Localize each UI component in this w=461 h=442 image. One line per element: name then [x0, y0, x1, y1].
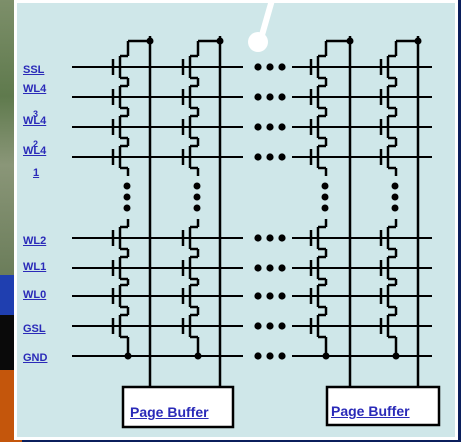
- row-dot-6-1: [266, 292, 274, 300]
- row-dot-2-0: [254, 123, 262, 131]
- label-wl2: WL2: [23, 235, 47, 247]
- row-dot-4-1: [266, 234, 274, 242]
- gnd-node-3: [392, 352, 400, 360]
- row-dot-0-2: [278, 63, 286, 71]
- page-buffer-right-box: [325, 385, 441, 427]
- bitline-node-1: [216, 37, 224, 45]
- nand-array-diagram-panel: [14, 0, 458, 440]
- cell-transistors: [111, 39, 418, 356]
- col-dot-3-0: [391, 182, 399, 190]
- bitline-wires: [148, 36, 420, 392]
- row-dot-7-1: [266, 322, 274, 330]
- col-dot-2-0: [321, 182, 329, 190]
- row-dot-5-1: [266, 264, 274, 272]
- gnd-node-1: [194, 352, 202, 360]
- row-dot-6-2: [278, 292, 286, 300]
- row-dot-3-0: [254, 153, 262, 161]
- row-dot-7-0: [254, 322, 262, 330]
- pointer-dot: [248, 32, 268, 52]
- page-buffer-boxes: [121, 385, 441, 429]
- gnd-node-0: [124, 352, 132, 360]
- gnd-node-2: [322, 352, 330, 360]
- row-dot-8-0: [254, 352, 262, 360]
- col-dot-1-0: [193, 182, 201, 190]
- row-dot-5-0: [254, 264, 262, 272]
- label-wl2-superscript: 2: [33, 139, 39, 149]
- row-dot-5-2: [278, 264, 286, 272]
- row-dot-3-2: [278, 153, 286, 161]
- col-dot-1-2: [193, 204, 201, 212]
- page-buffer-left-box: [121, 385, 235, 429]
- col-dot-1-1: [193, 193, 201, 201]
- label-wl3-superscript: 3: [33, 109, 39, 119]
- col-dot-2-2: [321, 204, 329, 212]
- col-dot-2-1: [321, 193, 329, 201]
- row-dot-1-1: [266, 93, 274, 101]
- row-dot-2-1: [266, 123, 274, 131]
- label-wl3: WL4: [23, 115, 47, 127]
- row-dot-2-2: [278, 123, 286, 131]
- label-ssl: SSL: [23, 64, 45, 76]
- wordline-wires: [72, 66, 432, 357]
- row-dot-8-1: [266, 352, 274, 360]
- col-dot-3-2: [391, 204, 399, 212]
- row-dot-8-2: [278, 352, 286, 360]
- col-dot-0-2: [123, 204, 131, 212]
- row-dot-3-1: [266, 153, 274, 161]
- row-dot-4-2: [278, 234, 286, 242]
- row-dot-7-2: [278, 322, 286, 330]
- row-dot-1-0: [254, 93, 262, 101]
- row-dot-1-2: [278, 93, 286, 101]
- row-dot-6-0: [254, 292, 262, 300]
- bitline-node-2: [346, 37, 354, 45]
- label-wl2-top: WL4: [23, 145, 47, 157]
- label-gnd: GND: [23, 352, 48, 364]
- row-dot-0-1: [266, 63, 274, 71]
- pointer-marker: [248, 0, 275, 52]
- row-dot-4-0: [254, 234, 262, 242]
- bitline-node-3: [414, 37, 422, 45]
- label-wl1-top: 1: [33, 167, 40, 179]
- label-wl1: WL1: [23, 261, 47, 273]
- col-dot-0-1: [123, 193, 131, 201]
- bitline-node-0: [146, 37, 154, 45]
- label-wl0: WL0: [23, 289, 47, 301]
- col-dot-3-1: [391, 193, 399, 201]
- label-gsl: GSL: [23, 323, 46, 335]
- col-dot-0-0: [123, 182, 131, 190]
- page-buffer-right-label: Page Buffer: [331, 403, 410, 419]
- row-dot-0-0: [254, 63, 262, 71]
- label-wl4: WL4: [23, 83, 47, 95]
- page-buffer-left-label: Page Buffer: [130, 404, 209, 420]
- ellipsis-dots: [123, 37, 422, 360]
